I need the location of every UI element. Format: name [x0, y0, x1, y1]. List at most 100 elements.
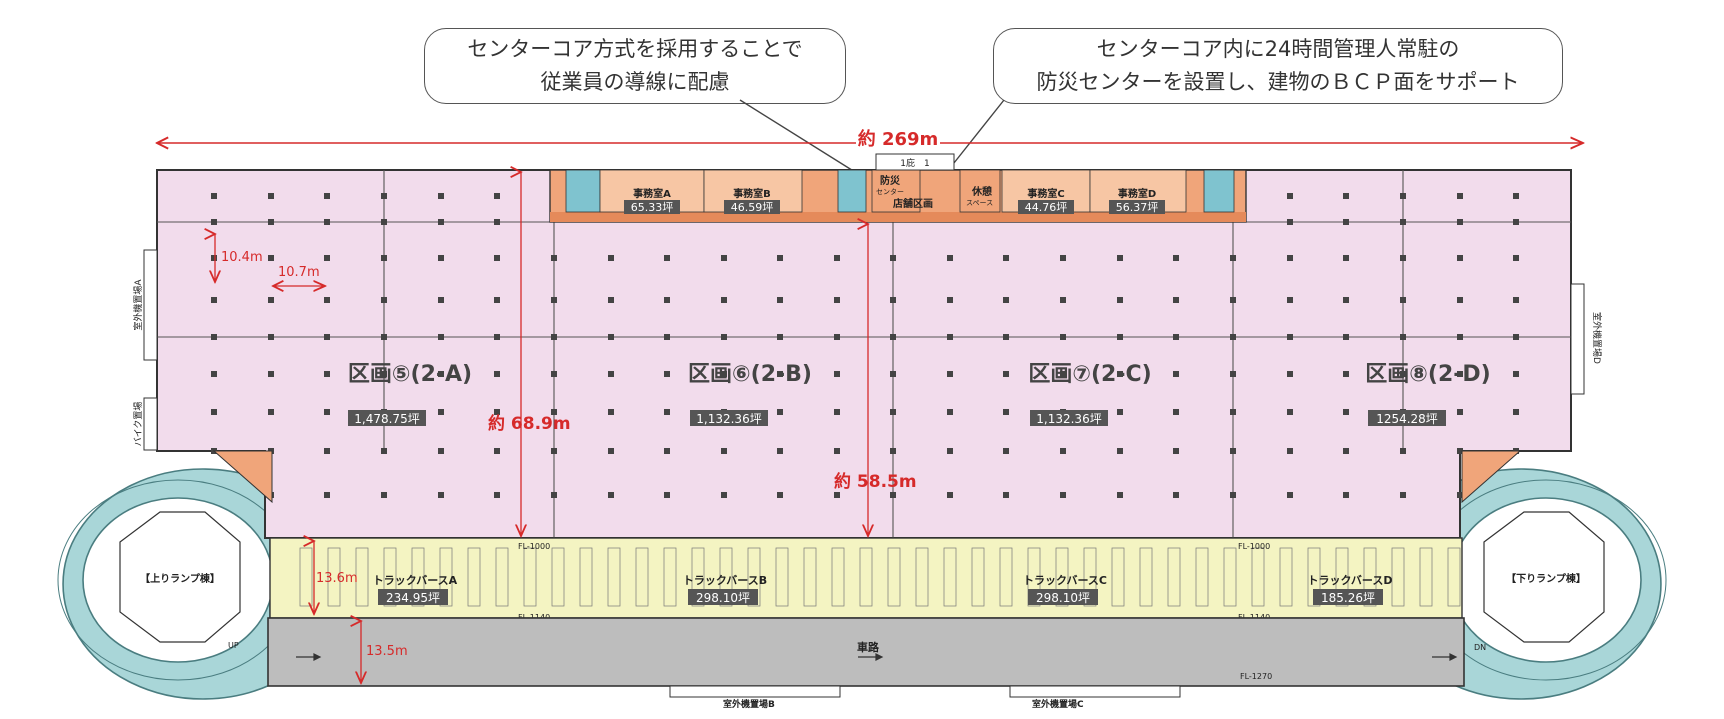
column-marker	[1003, 334, 1009, 340]
column-marker	[721, 297, 727, 303]
column-marker	[1457, 409, 1463, 415]
column-marker	[1117, 334, 1123, 340]
berth-bay	[383, 547, 397, 607]
column-marker	[1173, 255, 1179, 261]
column-marker	[834, 255, 840, 261]
column-marker	[608, 448, 614, 454]
column-marker	[1287, 193, 1293, 199]
column-marker	[834, 492, 840, 498]
zone-6: 区画⑥(2-B) 1,132.36坪	[688, 362, 812, 426]
down-ramp-mark: DN	[1474, 643, 1486, 652]
berth-c: トラックバースC 298.10坪	[1023, 574, 1107, 605]
column-marker	[211, 219, 217, 225]
berth-bay	[943, 547, 957, 607]
column-marker	[1513, 371, 1519, 377]
berth-bay	[1391, 547, 1405, 607]
column-marker	[1400, 448, 1406, 454]
column-marker	[1173, 492, 1179, 498]
stair-tower-left	[212, 450, 273, 504]
column-marker	[1400, 255, 1406, 261]
berth-c-area: 298.10坪	[1036, 591, 1090, 605]
roof-label: 1庇 1	[900, 157, 929, 169]
down-ramp: 【下りランプ棟】 DN	[1425, 468, 1667, 700]
column-marker	[834, 297, 840, 303]
column-marker	[608, 334, 614, 340]
column-marker	[1287, 448, 1293, 454]
column-marker	[664, 448, 670, 454]
berth-bay	[439, 547, 453, 607]
column-marker	[1343, 371, 1349, 377]
column-marker	[324, 492, 330, 498]
outdoor-unit-area-d-bar	[1570, 283, 1585, 395]
zone-8-name: 区画⑧(2-D)	[1365, 362, 1490, 387]
column-marker	[551, 371, 557, 377]
berth-bay	[1223, 547, 1237, 607]
column-marker	[1513, 193, 1519, 199]
outdoor-unit-area-a-label: 室外機置場A	[132, 279, 144, 331]
berth-bay	[1055, 547, 1069, 607]
berth-bay	[775, 547, 789, 607]
column-marker	[890, 448, 896, 454]
up-ramp-mark: UP	[228, 641, 239, 650]
column-marker	[438, 448, 444, 454]
column-marker	[1513, 255, 1519, 261]
column-marker	[834, 409, 840, 415]
column-marker	[381, 219, 387, 225]
column-marker	[664, 409, 670, 415]
berth-bay	[1251, 547, 1265, 607]
column-marker	[1173, 448, 1179, 454]
column-marker	[324, 297, 330, 303]
column-marker	[608, 255, 614, 261]
column-marker	[1457, 492, 1463, 498]
column-marker	[268, 297, 274, 303]
berth-bay	[1307, 547, 1321, 607]
callout-center-core-line1: センターコア方式を採用することで	[467, 37, 803, 61]
column-marker	[890, 255, 896, 261]
road-label: 車路	[857, 640, 880, 654]
column-marker	[1230, 492, 1236, 498]
office-b-name: 事務室B	[733, 187, 771, 200]
callout-disaster-center: センターコア内に24時間管理人常駐の 防災センターを設置し、建物のＢＣＰ面をサポ…	[993, 28, 1563, 104]
column-marker	[268, 371, 274, 377]
office-c-area: 44.76坪	[1025, 201, 1068, 214]
column-marker	[324, 409, 330, 415]
column-marker	[721, 492, 727, 498]
column-marker	[1173, 334, 1179, 340]
column-marker	[1287, 492, 1293, 498]
column-marker	[608, 297, 614, 303]
column-marker	[1173, 409, 1179, 415]
berth-bay	[803, 547, 817, 607]
column-marker	[268, 255, 274, 261]
column-marker	[1343, 297, 1349, 303]
column-marker	[494, 448, 500, 454]
disaster-center-label-2: センター	[876, 187, 904, 196]
column-marker	[1117, 255, 1123, 261]
column-marker	[1060, 255, 1066, 261]
road-direction-arrows	[296, 653, 1458, 661]
shop-label: 店舗区画	[893, 197, 933, 210]
column-marker	[1060, 297, 1066, 303]
column-marker	[494, 371, 500, 377]
berth-bay	[1447, 547, 1461, 607]
column-marker	[438, 334, 444, 340]
column-marker	[1513, 219, 1519, 225]
column-marker	[1060, 448, 1066, 454]
berth-bay	[1083, 547, 1097, 607]
column-marker	[777, 334, 783, 340]
column-marker	[551, 297, 557, 303]
outdoor-unit-area-d-label: 室外機置場D	[1591, 312, 1603, 364]
column-marker	[1343, 492, 1349, 498]
berth-bay	[327, 547, 341, 607]
column-marker	[1117, 409, 1123, 415]
berth-bay	[887, 547, 901, 607]
column-marker	[1457, 255, 1463, 261]
callout-disaster-center-line2: 防災センターを設置し、建物のＢＣＰ面をサポート	[1036, 70, 1520, 94]
zone-6-name: 区画⑥(2-B)	[688, 362, 812, 387]
column-marker	[211, 409, 217, 415]
column-marker	[1457, 219, 1463, 225]
zone-7: 区画⑦(2-C) 1,132.36坪	[1028, 362, 1152, 426]
grid-x-label: 10.7m	[278, 265, 320, 280]
truck-berth-strip	[269, 537, 1463, 619]
column-marker	[608, 492, 614, 498]
